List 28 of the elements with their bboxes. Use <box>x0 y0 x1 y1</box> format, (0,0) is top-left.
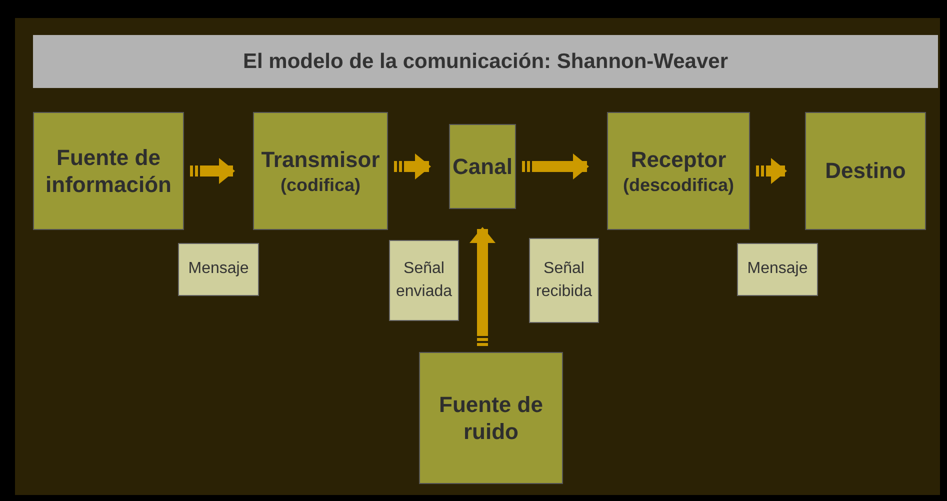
process-box <box>449 124 516 209</box>
box-label: Receptor <box>630 146 726 174</box>
box-label: Fuente de información <box>44 144 172 198</box>
block-arrow <box>470 227 496 346</box>
box-subtitle: (descodifica) <box>622 174 734 196</box>
process-box <box>33 112 184 230</box>
process-box <box>805 112 926 230</box>
signal-box <box>737 243 818 296</box>
box-subtitle: (codifica) <box>280 174 360 196</box>
signal-box <box>529 238 599 323</box>
block-arrow <box>394 154 431 180</box>
title-banner: El modelo de la comunicación: Shannon-Weaver <box>33 35 938 88</box>
process-box <box>253 112 388 230</box>
box-label: Mensaje <box>747 259 808 280</box>
process-box <box>607 112 750 230</box>
box-label: Señal recibida <box>534 259 594 302</box>
box-label: Canal <box>452 152 512 180</box>
signal-box <box>178 243 259 296</box>
box-label: Destino <box>825 157 906 185</box>
box-label: Señal enviada <box>394 259 454 302</box>
process-box <box>419 352 563 484</box>
box-label: Mensaje <box>188 259 249 280</box>
signal-box <box>389 240 459 321</box>
block-arrow <box>756 158 787 184</box>
box-label: Transmisor <box>261 146 380 174</box>
block-arrow <box>522 154 589 180</box>
block-arrow <box>190 158 235 184</box>
box-label: Fuente de ruido <box>438 390 544 446</box>
